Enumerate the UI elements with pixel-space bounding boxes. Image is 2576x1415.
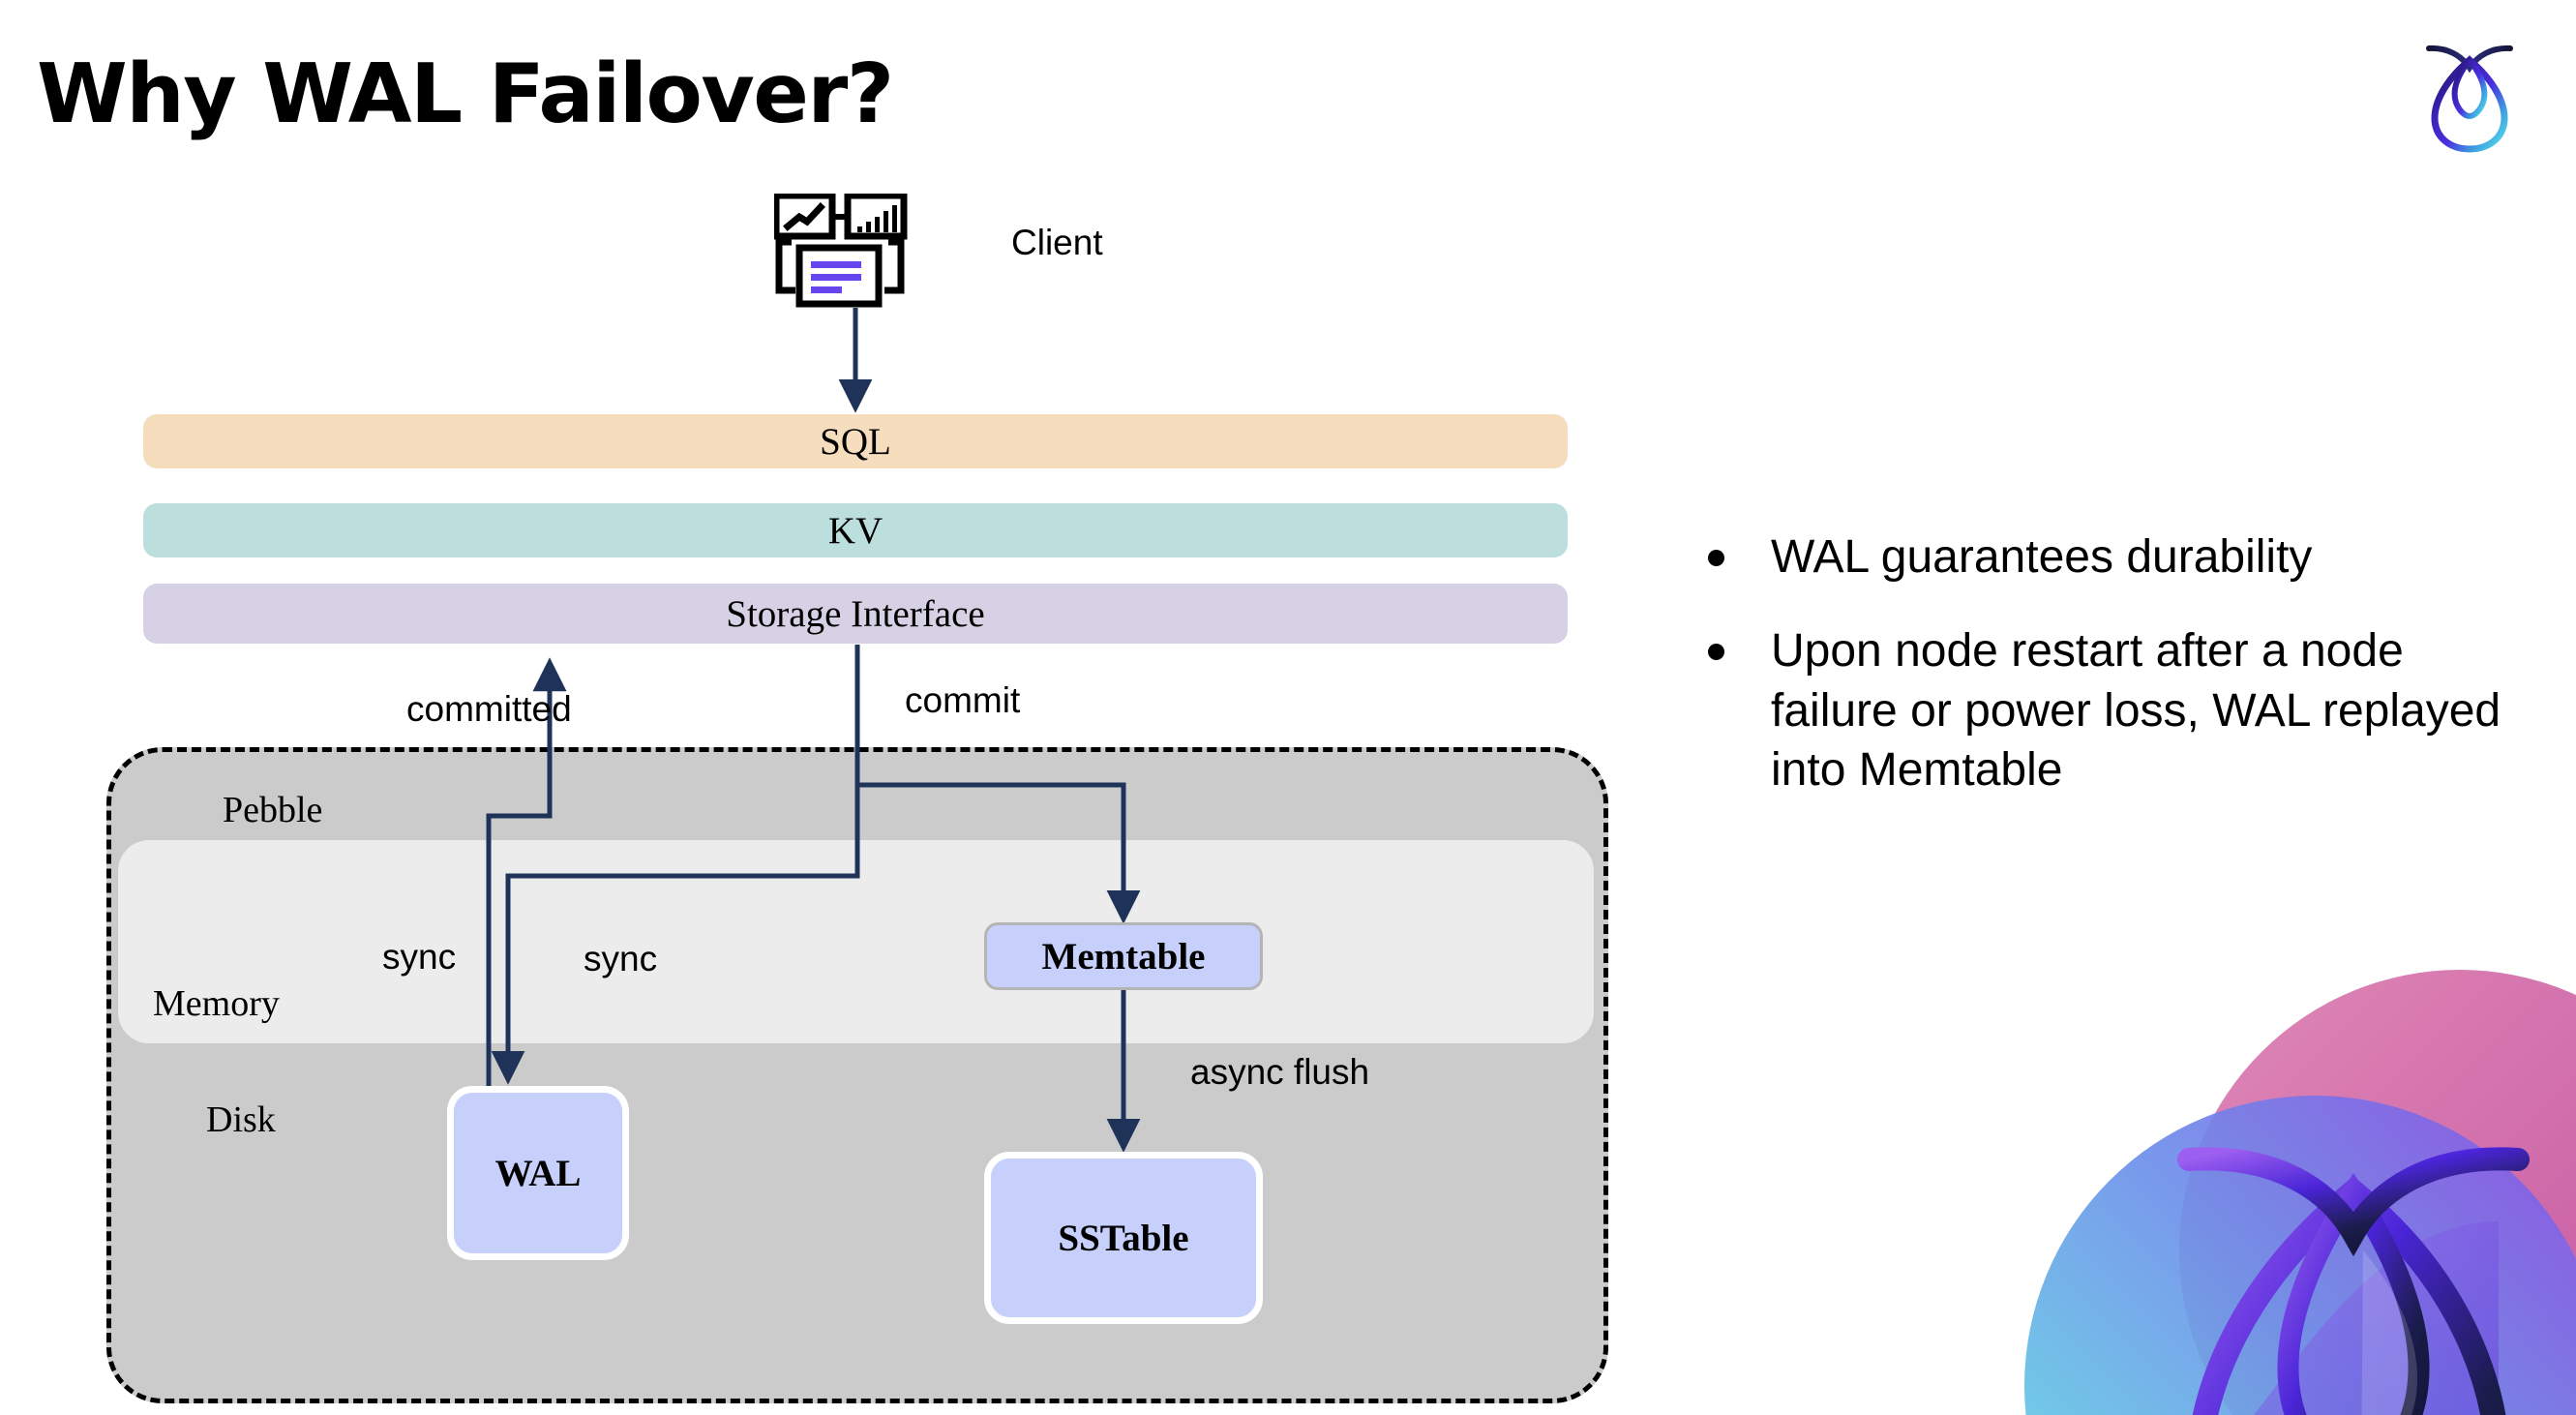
edge-label-sync-right: sync <box>584 939 658 978</box>
pebble-label: Pebble <box>223 790 323 830</box>
node-memtable-label: Memtable <box>1041 935 1206 978</box>
architecture-diagram: Client SQL KV Storage Interface Pebble M… <box>106 192 1608 1403</box>
edge-label-committed: committed <box>406 689 572 729</box>
layer-storage-interface-label: Storage Interface <box>726 592 985 635</box>
edge-label-commit: commit <box>905 680 1021 720</box>
layer-kv-label: KV <box>827 509 884 552</box>
node-wal-label: WAL <box>494 1152 582 1194</box>
node-sstable[interactable]: SSTable <box>984 1152 1263 1324</box>
layer-kv[interactable]: KV <box>143 503 1568 557</box>
page-title: Why WAL Failover? <box>37 46 894 142</box>
client-label: Client <box>1011 223 1103 262</box>
memory-region <box>118 840 1594 1043</box>
cockroach-leaf-logo-icon <box>2411 31 2528 155</box>
layer-sql[interactable]: SQL <box>143 414 1568 468</box>
bullet-text: Upon node restart after a node failure o… <box>1771 625 2501 797</box>
bullet-list: WAL guarantees durability Upon node rest… <box>1708 527 2540 835</box>
layer-sql-label: SQL <box>820 420 891 463</box>
list-item: Upon node restart after a node failure o… <box>1708 621 2540 799</box>
node-sstable-label: SSTable <box>1058 1217 1189 1259</box>
cockroach-leaf-watermark-icon <box>1957 931 2576 1415</box>
edge-label-async-flush: async flush <box>1190 1052 1370 1092</box>
node-wal[interactable]: WAL <box>447 1086 629 1260</box>
layer-storage-interface[interactable]: Storage Interface <box>143 584 1568 644</box>
bullet-dot-icon <box>1708 550 1724 566</box>
list-item: WAL guarantees durability <box>1708 527 2540 587</box>
bullet-dot-icon <box>1708 644 1724 661</box>
node-memtable[interactable]: Memtable <box>984 922 1263 990</box>
memory-label: Memory <box>153 983 280 1024</box>
disk-label: Disk <box>206 1099 276 1140</box>
edge-label-sync-left: sync <box>382 937 457 977</box>
client-dashboard-icon <box>772 192 929 308</box>
bullet-text: WAL guarantees durability <box>1771 531 2313 583</box>
